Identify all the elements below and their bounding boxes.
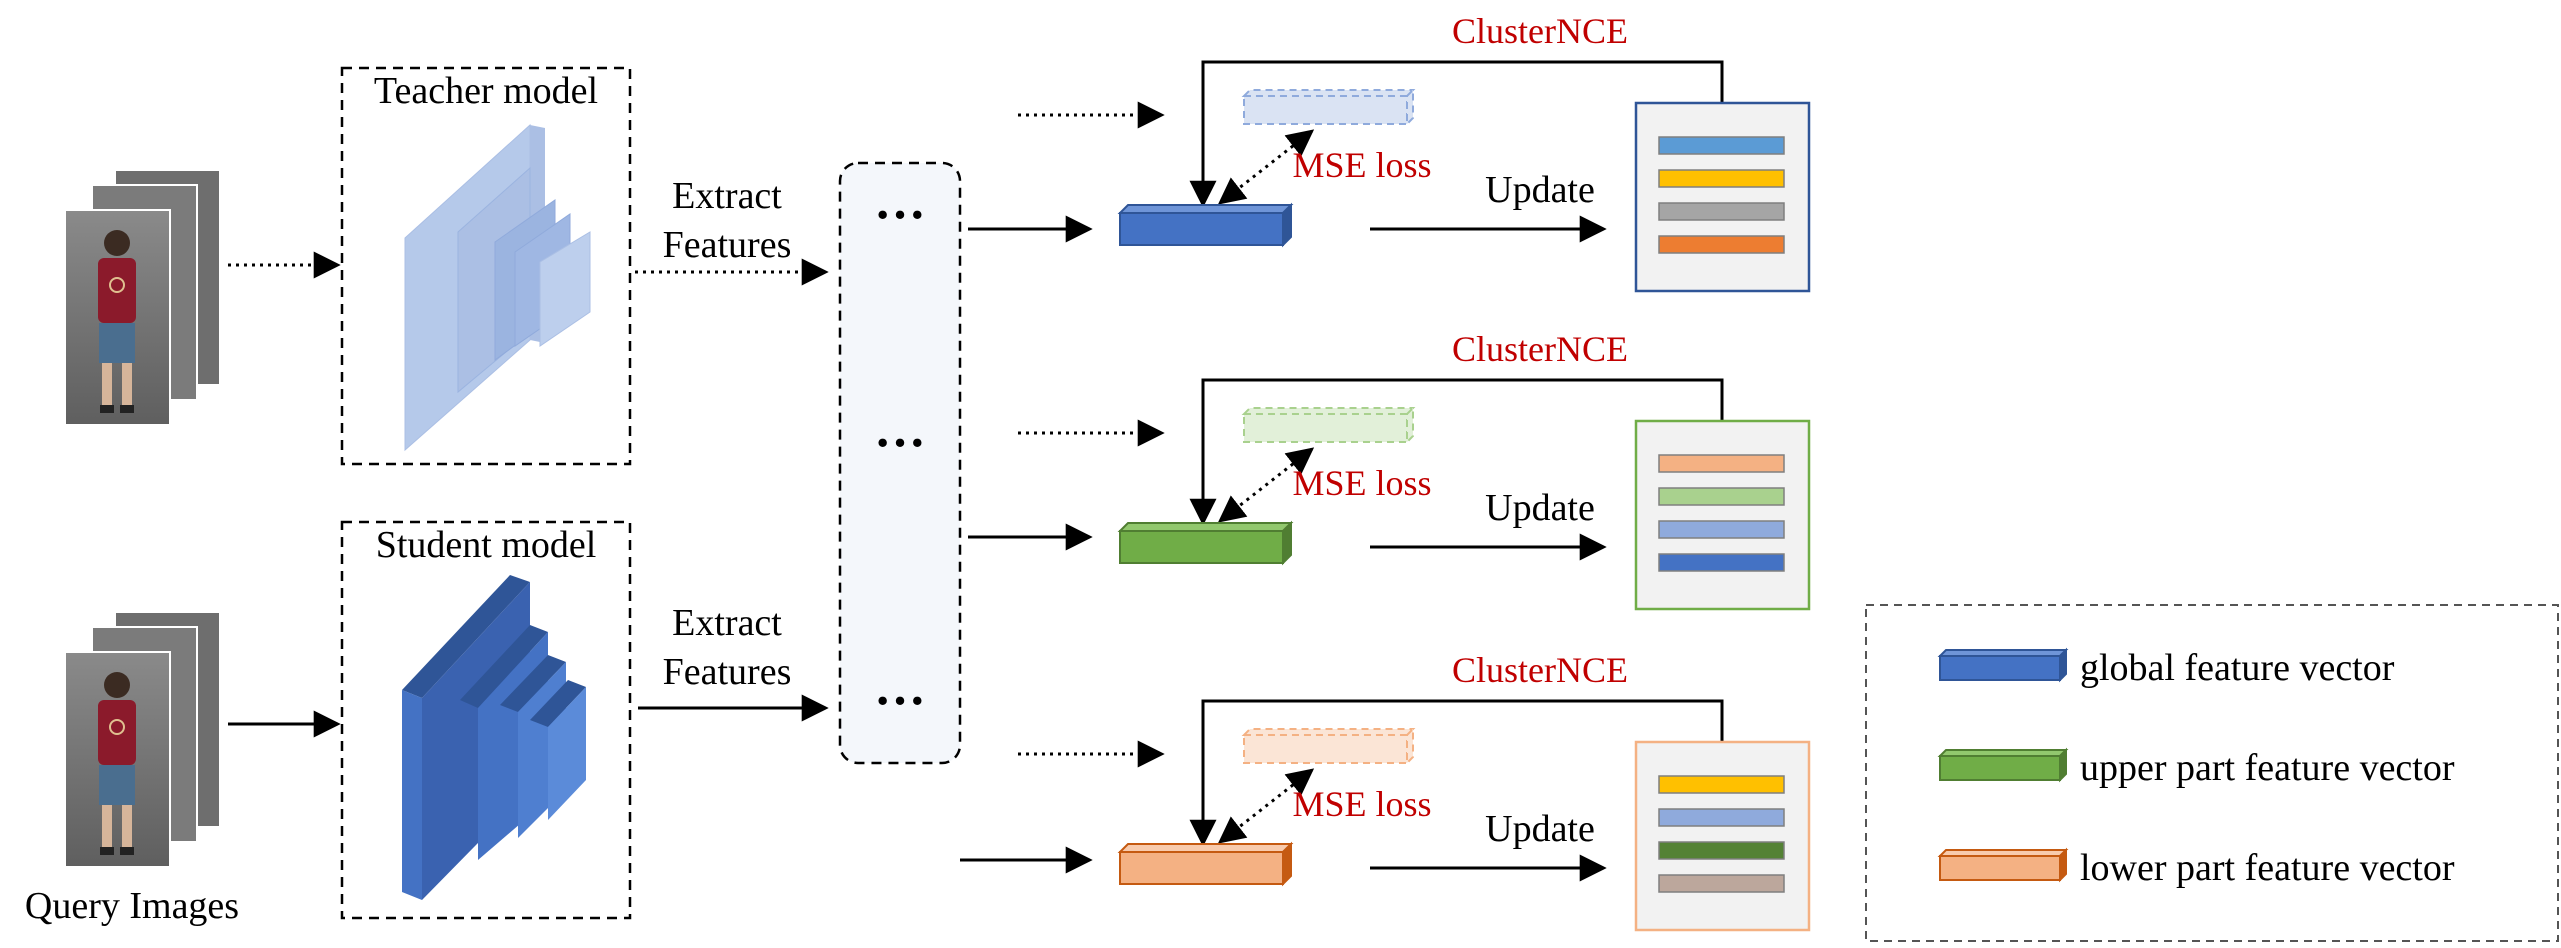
clusternce-label: ClusterNCE	[1452, 11, 1628, 51]
query-images-label: Query Images	[25, 885, 239, 927]
person-figure	[98, 672, 136, 855]
mse-arrow	[1217, 129, 1315, 205]
legend-swatch	[1937, 747, 2069, 783]
mse-loss-label: MSE loss	[1292, 463, 1431, 503]
clusternce-label: ClusterNCE	[1452, 650, 1628, 690]
memory-bank	[1634, 101, 1811, 293]
legend-label: global feature vector	[2080, 647, 2395, 689]
mse-loss-label: MSE loss	[1292, 145, 1431, 185]
buffer-dots-1: ···	[874, 187, 926, 244]
feature-buffer-box: ··· ··· ···	[838, 161, 962, 765]
update-label: Update	[1485, 169, 1595, 211]
legend-swatch	[1937, 847, 2069, 883]
query-image-stack-top	[64, 169, 221, 426]
clusternce-arrow	[1189, 378, 1724, 526]
clusternce-label: ClusterNCE	[1452, 329, 1628, 369]
update-label: Update	[1485, 808, 1595, 850]
memory-bank	[1634, 419, 1811, 611]
mse-loss-label: MSE loss	[1292, 784, 1431, 824]
memory-bank-entry	[1658, 775, 1785, 794]
memory-bank-entry	[1658, 235, 1785, 254]
teacher-extract-label-line1: Extract	[672, 175, 782, 217]
teacher-model-title: Teacher model	[374, 70, 598, 112]
memory-bank-entry	[1658, 841, 1785, 860]
legend-item: upper part feature vector	[1937, 747, 2455, 789]
student-feature-vector	[1117, 202, 1294, 248]
student-model-title: Student model	[376, 524, 597, 566]
teacher-feature-vector	[1241, 726, 1416, 766]
student-feature-vector	[1117, 841, 1294, 887]
student-network-icon	[402, 575, 586, 900]
memory-bank-entry	[1658, 487, 1785, 506]
memory-bank-entry	[1658, 454, 1785, 473]
memory-bank-entry	[1658, 874, 1785, 893]
teacher-feature-vector	[1241, 87, 1416, 127]
legend-item: lower part feature vector	[1937, 847, 2455, 889]
memory-bank-entry	[1658, 202, 1785, 221]
teacher-network-icon	[404, 123, 591, 452]
legend-item: global feature vector	[1937, 647, 2395, 689]
student-feature-vector	[1117, 520, 1294, 566]
student-model-box: Student model	[340, 520, 632, 920]
mse-arrow	[1217, 447, 1315, 523]
student-extract-label-line2: Features	[663, 651, 792, 693]
update-label: Update	[1485, 487, 1595, 529]
query-image-stack-bottom	[64, 611, 221, 868]
legend-label: upper part feature vector	[2080, 747, 2455, 789]
memory-bank-entry	[1658, 136, 1785, 155]
teacher-model-box: Teacher model	[340, 66, 632, 466]
memory-bank-entry	[1658, 169, 1785, 188]
buffer-dots-3: ···	[874, 673, 926, 730]
clusternce-arrow	[1189, 699, 1724, 847]
legend-label: lower part feature vector	[2080, 847, 2455, 889]
legend-swatch	[1937, 647, 2069, 683]
clusternce-arrow	[1189, 60, 1724, 208]
student-extract-label-line1: Extract	[672, 602, 782, 644]
buffer-dots-2: ···	[874, 415, 926, 472]
person-figure	[98, 230, 136, 413]
memory-bank	[1634, 740, 1811, 932]
legend: global feature vector upper part feature …	[1865, 604, 2559, 942]
teacher-feature-vector	[1241, 405, 1416, 445]
mse-arrow	[1217, 768, 1315, 844]
memory-bank-entry	[1658, 553, 1785, 572]
memory-bank-entry	[1658, 520, 1785, 539]
teacher-extract-label-line2: Features	[663, 224, 792, 266]
memory-bank-entry	[1658, 808, 1785, 827]
